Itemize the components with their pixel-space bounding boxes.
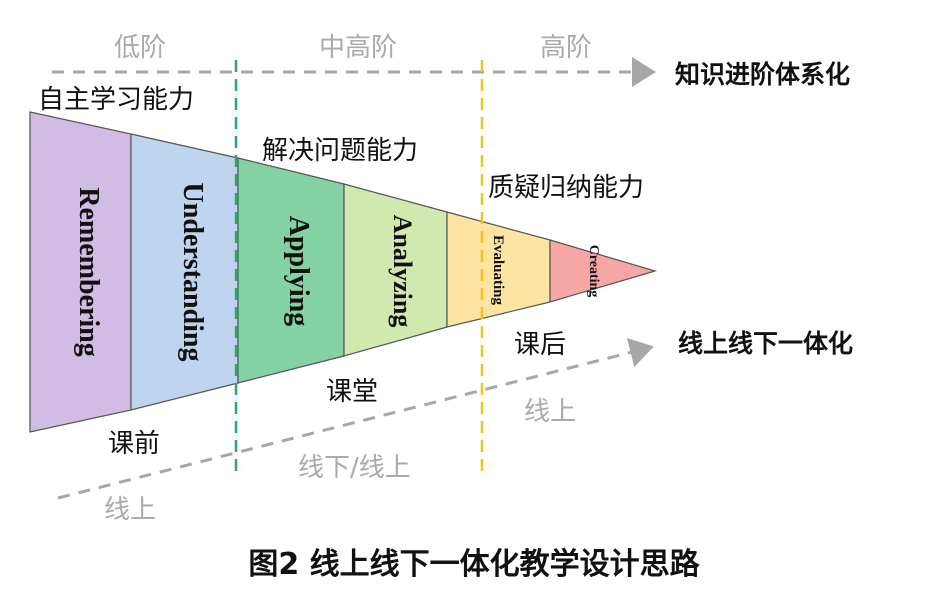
mode-online-left: 线上 [104, 495, 156, 525]
phase-before-class: 课前 [108, 429, 160, 459]
stage-label-remembering: Remembering [73, 187, 104, 357]
level-low-label: 低阶 [114, 33, 166, 63]
stage-label-evaluating: Evaluating [490, 235, 506, 306]
phase-in-class: 课堂 [326, 377, 378, 407]
phase-after-class: 课后 [514, 330, 566, 360]
ability-questioning: 质疑归纳能力 [488, 173, 644, 203]
online-offline-axis-arrow [57, 337, 654, 500]
stage-label-creating: Creating [586, 245, 601, 298]
mode-mixed: 线下/线上 [298, 453, 411, 483]
stage-label-understanding: Understanding [177, 183, 208, 362]
stage-label-analyzing: Analyzing [388, 215, 417, 328]
online-offline-axis-label: 线上线下一体化 [678, 329, 853, 358]
ability-self-learning: 自主学习能力 [38, 85, 194, 115]
stage-label-applying: Applying [283, 216, 314, 327]
ability-problem-solving: 解决问题能力 [262, 136, 418, 166]
level-mid-high-label: 中高阶 [319, 33, 397, 63]
stage-creating [549, 239, 658, 303]
mode-online-right: 线上 [524, 397, 576, 427]
knowledge-axis-label: 知识进阶体系化 [675, 60, 850, 89]
level-high-label: 高阶 [540, 33, 592, 63]
figure-caption: 图2 线上线下一体化教学设计思路 [248, 547, 700, 582]
